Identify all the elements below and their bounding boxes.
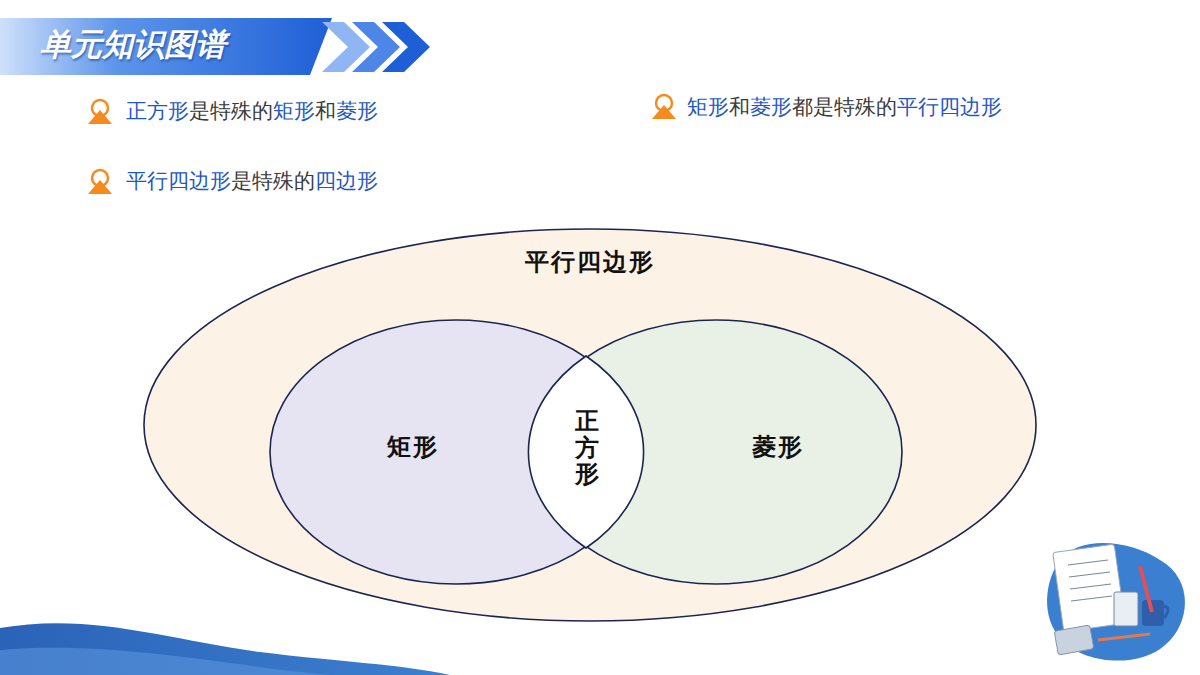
note-text: 菱形 [750, 93, 792, 121]
region-ellipse: 平行四边形矩形 正方形 菱形 [143, 228, 1037, 622]
note-text: 正方形 [126, 97, 189, 125]
node-label: 正方形 [575, 408, 599, 487]
page-title: 单元知识图谱 [40, 24, 226, 66]
note-text: 矩形 [687, 93, 729, 121]
note-text: 矩形 [273, 97, 315, 125]
note-text: 是特殊的 [189, 97, 273, 125]
bullet-line: 矩形和菱形都是特殊的平行四边形 [687, 93, 1002, 121]
node-label: 矩形 [387, 431, 439, 463]
bottom-wave [0, 623, 450, 675]
study-illustration [1047, 543, 1185, 661]
note-text: 菱形 [336, 97, 378, 125]
note-text: 和 [729, 93, 750, 121]
node-label: 菱形 [752, 431, 804, 463]
bullet-icons [88, 95, 676, 194]
note-text: 和 [315, 97, 336, 125]
outline [144, 229, 1036, 621]
overlap-region: 正方形 [530, 352, 643, 552]
bullet-line: 平行四边形是特殊的四边形 [126, 167, 378, 195]
node-label: 平行四边形 [525, 246, 655, 278]
note-text: 四边形 [315, 167, 378, 195]
outline [530, 320, 902, 584]
note-text: 平行四边形 [897, 93, 1002, 121]
note-text: 平行四边形 [126, 167, 231, 195]
note-text: 都是特殊的 [792, 93, 897, 121]
note-text: 是特殊的 [231, 167, 315, 195]
bullet-line: 正方形是特殊的矩形和菱形 [126, 97, 378, 125]
title-banner [0, 18, 430, 75]
